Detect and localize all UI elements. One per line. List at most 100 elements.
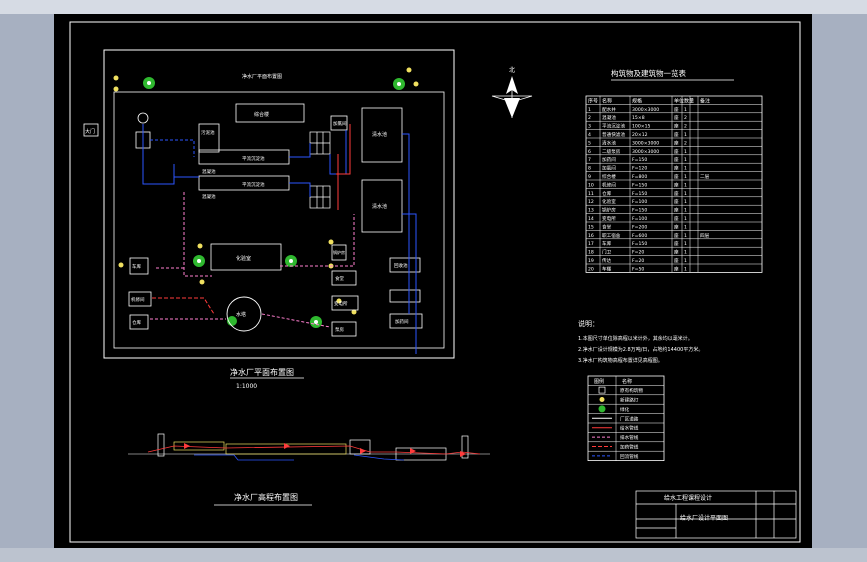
table-cell: 1: [684, 224, 687, 230]
profile-well: [157, 433, 165, 457]
table-cell: 座: [674, 207, 679, 214]
table-cell: 配水井: [602, 106, 616, 113]
table-cell: 9: [588, 174, 591, 180]
table-cell: 1: [684, 258, 687, 264]
table-cell: 座: [674, 257, 679, 264]
lamp-icon: [328, 239, 334, 245]
table-cell: F=800: [632, 174, 647, 180]
table-cell: 17: [588, 241, 594, 247]
legend-item-label: 厂区道路: [620, 415, 639, 422]
table-cell: 7: [588, 157, 591, 163]
table-header-cell: 序号: [588, 97, 598, 104]
legend-table: 图例名称原有构筑物新建路灯绿化厂区道路给水管线排水管线加药管线回流管线: [587, 375, 665, 461]
table-cell: F=150: [632, 241, 647, 247]
flow-arrow-icon: [284, 443, 290, 449]
cad-drawing-canvas[interactable]: 大门: [54, 14, 812, 548]
drawing-svg: 大门: [69, 21, 801, 543]
table-cell: 变电所: [602, 215, 616, 222]
water-pipe: [142, 124, 175, 185]
table-cell: 加氯间: [602, 165, 616, 172]
table-cell: 仓库: [602, 190, 612, 197]
table-cell: F=150: [632, 182, 647, 188]
table-cell: 4: [588, 132, 591, 138]
table-cell: 座: [674, 232, 679, 239]
table-cell: 座: [674, 215, 679, 222]
table-cell: 2: [588, 115, 591, 121]
sedimentation-1-label: 平流沉淀池: [242, 155, 265, 162]
boiler-label: 锅炉房: [333, 249, 345, 255]
lamp-icon: [336, 298, 342, 304]
table-cell: 3000×3000: [632, 140, 659, 146]
waste-pool: [389, 257, 421, 273]
office-building: [235, 103, 305, 123]
table-cell: 19: [588, 258, 594, 264]
legend-item-label: 原有构筑物: [620, 387, 643, 394]
legend-item-label: 回流管线: [620, 453, 639, 460]
clear-water-1-label: 清水池: [372, 131, 387, 138]
table-header-cell: 名称: [602, 97, 612, 104]
table-cell: F=120: [632, 166, 647, 172]
tree-icons: [143, 77, 405, 328]
pipelines: [142, 124, 417, 354]
table-cell: 100×15: [632, 124, 651, 130]
gate-house: [83, 123, 99, 137]
workshop-label: 机修间: [131, 296, 145, 303]
water-tower: [226, 296, 262, 332]
table-cell: F=150: [632, 208, 647, 214]
table-cell: 座: [674, 131, 679, 138]
notes-block: 说明： 1.本图尺寸单位除高程以米计外，其余均以毫米计。 2.净水厂设计规模为2…: [578, 319, 703, 364]
profile-hydraulic-line: [147, 445, 481, 455]
viewer-bottom-bar: [0, 548, 867, 562]
tree-icon-center: [314, 320, 318, 324]
north-label: 北: [509, 66, 515, 74]
drain-pipe: [152, 297, 215, 315]
table-cell: 10: [588, 182, 594, 188]
filter-block: [309, 131, 331, 209]
tree-icon-center: [289, 259, 293, 263]
coagulation-label-1: 混凝池: [202, 168, 216, 175]
table-cell: 1: [684, 233, 687, 239]
table-cell: 16: [588, 233, 594, 239]
table-cell: 门卫: [602, 249, 612, 256]
table-cell: 13: [588, 208, 594, 214]
viewer-left-margin: [0, 14, 54, 562]
table-cell: 1: [684, 174, 687, 180]
lamp-icon: [406, 67, 412, 73]
substation-label: 变电所: [334, 300, 348, 307]
notes-line-2: 2.净水厂设计规模为2.8万吨/日，占地约14400平方米。: [578, 346, 703, 353]
plan-title: 净水厂平面布置图: [230, 367, 294, 377]
lamp-icon: [197, 243, 203, 249]
table-cell: 加药间: [602, 156, 616, 163]
table-cell: 6: [588, 149, 591, 155]
viewer-right-margin: [812, 14, 867, 562]
drawing-border: [69, 21, 801, 543]
table-cell: 座: [674, 223, 679, 230]
table-cell: 座: [674, 198, 679, 205]
table-cell: 15×8: [632, 115, 645, 121]
legend-grid: 图例名称原有构筑物新建路灯绿化厂区道路给水管线排水管线加药管线回流管线: [587, 375, 665, 461]
profile-pump: [461, 435, 469, 459]
table-cell: 1: [684, 208, 687, 214]
profile-pipe: [353, 454, 405, 461]
legend-item-label: 加药管线: [620, 444, 639, 451]
table-cell: 14: [588, 216, 594, 222]
notes-line-1: 1.本图尺寸单位除高程以米计外，其余均以毫米计。: [578, 335, 693, 342]
table-cell: 传达: [602, 257, 612, 264]
table-cell: 平流沉淀池: [602, 123, 625, 130]
water-pipe: [150, 139, 195, 157]
legend-building-icon: [598, 386, 606, 394]
lamp-icon: [113, 75, 119, 81]
legend-item-label: 排水管线: [620, 434, 639, 441]
water-pipe: [402, 133, 410, 314]
table-cell: 座: [674, 181, 679, 188]
canteen-label: 食堂: [335, 275, 344, 282]
table-cell: 座: [674, 114, 679, 121]
table-cell: 锅炉房: [602, 207, 616, 214]
pump-house-label: 泵房: [335, 326, 344, 333]
flow-arrow-icon: [410, 448, 416, 454]
garage: [129, 257, 149, 275]
project-name: 给水工程课程设计: [664, 494, 712, 502]
table-cell: 3000×3000: [632, 149, 659, 155]
